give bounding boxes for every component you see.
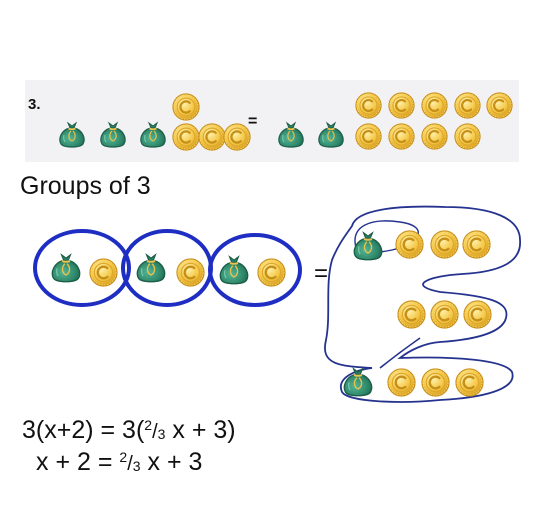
- gold-coin-icon: [223, 123, 251, 151]
- money-bag-icon: [277, 122, 305, 148]
- money-bag-icon: [353, 231, 383, 261]
- gold-coin-icon: [172, 123, 200, 151]
- money-bag-icon: [51, 253, 81, 283]
- gold-coin-icon: [462, 230, 491, 259]
- money-bag-icon: [136, 253, 166, 283]
- gold-coin-icon: [430, 230, 459, 259]
- gold-coin-icon: [421, 92, 448, 119]
- money-bag-icon: [219, 255, 249, 285]
- fraction: 2/3: [119, 450, 141, 474]
- money-bag-icon: [343, 367, 373, 397]
- gold-coin-icon: [455, 368, 484, 397]
- group-circle: [208, 233, 302, 307]
- money-bag-icon: [99, 122, 127, 148]
- gold-coin-icon: [198, 123, 226, 151]
- equation-line-1: 3(x+2) = 3(2/3 x + 3): [22, 418, 236, 443]
- groups-heading: Groups of 3: [20, 172, 151, 200]
- top-equals-sign: =: [248, 113, 258, 130]
- grouping-equals-sign: =: [314, 260, 329, 287]
- gold-coin-icon: [355, 123, 382, 150]
- fraction-denominator: 3: [157, 426, 166, 442]
- fraction-slash: /: [152, 421, 158, 443]
- gold-coin-icon: [388, 123, 415, 150]
- fraction-numerator: 2: [119, 449, 128, 465]
- fraction-slash: /: [127, 453, 133, 475]
- gold-coin-icon: [463, 300, 492, 329]
- lasso-connector: [379, 337, 421, 369]
- problem-left-side: [58, 93, 251, 151]
- gold-coin-icon: [176, 258, 205, 287]
- gold-coin-icon: [388, 92, 415, 119]
- gold-coin-icon: [454, 92, 481, 119]
- equation-1-prefix: 3(x+2) = 3(: [22, 416, 145, 444]
- gold-coin-icon: [486, 92, 513, 119]
- money-bag-icon: [58, 122, 86, 148]
- gold-coin-icon: [89, 258, 118, 287]
- lasso-outline: [324, 205, 521, 403]
- equation-1-suffix: x + 3): [165, 416, 236, 444]
- equation-2-prefix: x + 2 =: [36, 448, 120, 476]
- gold-coin-icon: [454, 123, 481, 150]
- money-bag-icon: [317, 122, 345, 148]
- gold-coin-icon: [421, 368, 450, 397]
- gold-coin-icon: [172, 93, 200, 121]
- gold-coin-icon: [355, 92, 382, 119]
- gold-coin-icon: [387, 368, 416, 397]
- fraction-numerator: 2: [144, 417, 153, 433]
- problem-right-side: [277, 92, 513, 150]
- lasso-groups-right: [324, 205, 521, 403]
- group-circle: [33, 229, 131, 307]
- gold-coin-icon: [397, 300, 426, 329]
- fraction: 2/3: [144, 418, 166, 442]
- problem-number: 3.: [28, 96, 41, 113]
- fraction-denominator: 3: [132, 458, 141, 474]
- gold-coin-icon: [395, 230, 424, 259]
- equation-line-2: x + 2 = 2/3 x + 3: [36, 450, 202, 475]
- gold-coin-icon: [421, 123, 448, 150]
- circled-groups-left: [33, 229, 302, 307]
- gold-coin-icon: [430, 300, 459, 329]
- gold-coin-icon: [257, 258, 286, 287]
- money-bag-icon: [139, 122, 167, 148]
- equation-2-suffix: x + 3: [140, 448, 203, 476]
